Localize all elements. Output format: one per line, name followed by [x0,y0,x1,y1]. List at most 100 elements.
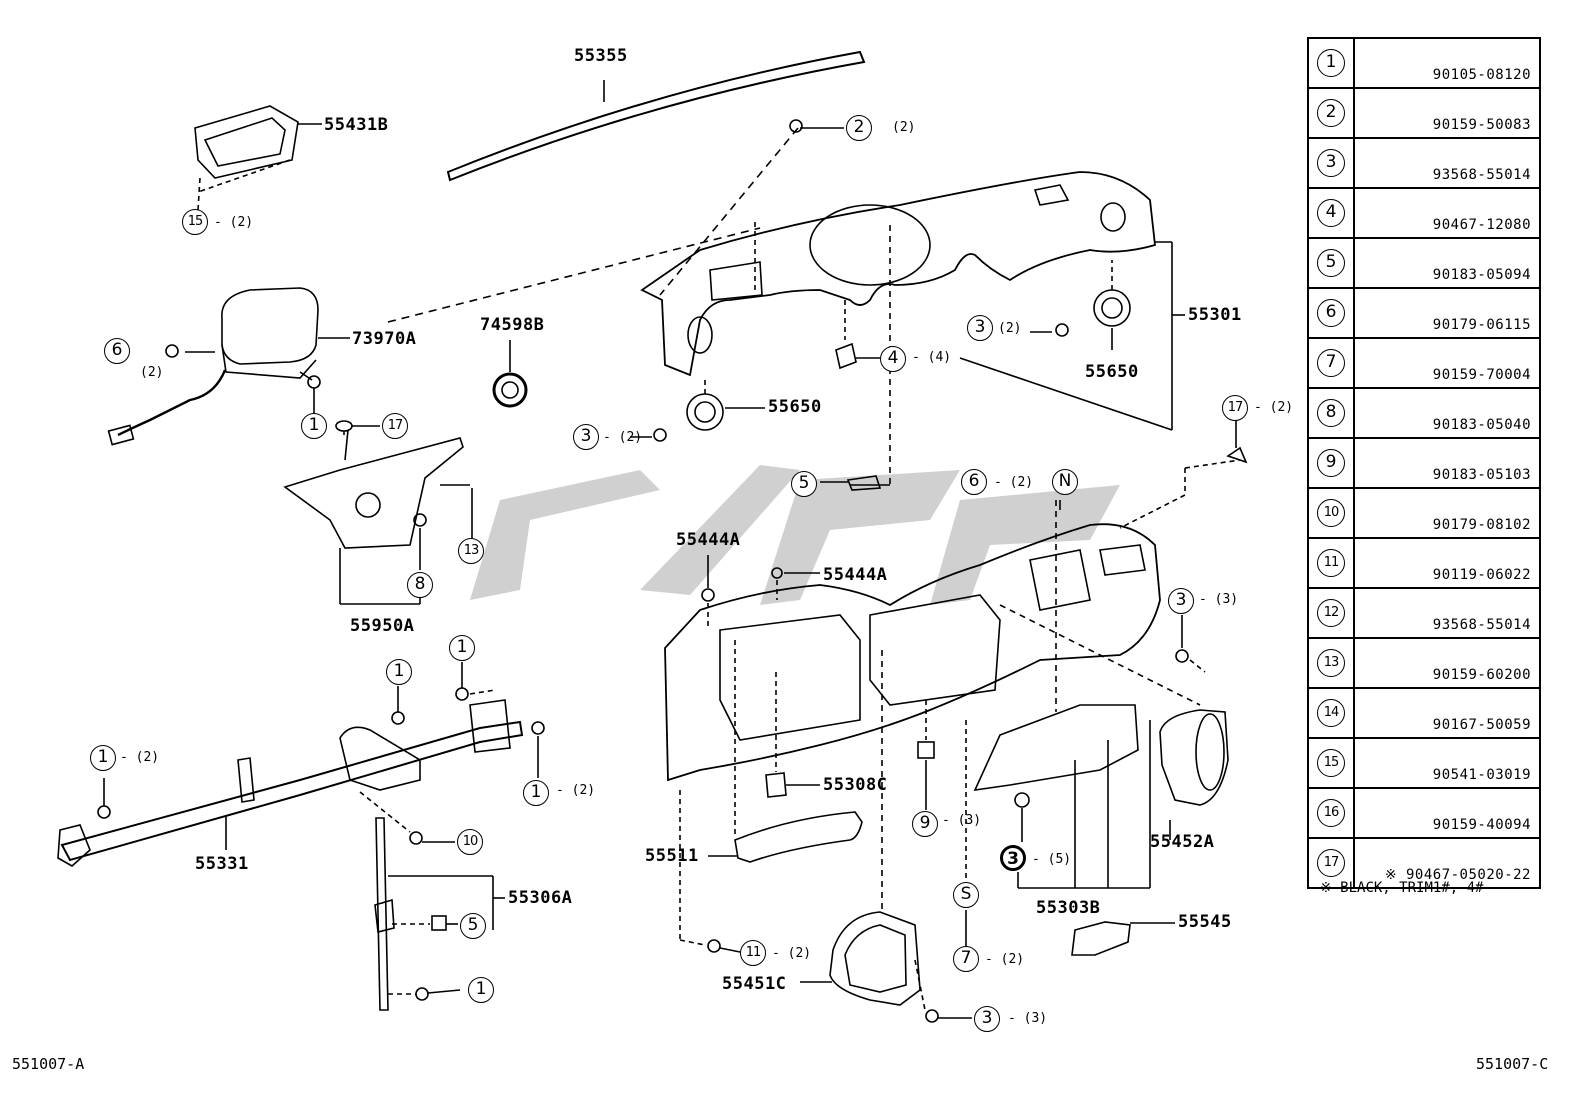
table-row: 17 ※ 90467-05020-22 [1307,837,1541,889]
airbag-73970A [221,287,319,365]
label-55444A-left: 55444A [676,530,741,550]
beam-55331 [60,720,524,862]
ref-number-cell: 13 [1307,637,1355,689]
trim-note: ※ BLACK, TRIM1#, 4# [1320,880,1484,896]
ref-number-cell: 11 [1307,537,1355,589]
panel-55950A [283,437,464,549]
bracket-55431B [194,105,299,179]
qty-2-top: (2) [892,120,916,135]
qty-3-c: - (3) [1199,592,1239,607]
callout-5-b: 5 [460,913,486,939]
ref-number-cell: 16 [1307,787,1355,839]
ref-number-cell: 14 [1307,687,1355,739]
callout-13: 13 [458,538,484,564]
label-55308C: 55308C [823,775,888,795]
brace-55306A [375,817,389,1011]
callout-S: S [953,882,979,908]
callout-N: N [1052,469,1078,495]
pin-17-icon [335,420,380,435]
part-number: 90159-70004 [1353,337,1541,389]
label-55511: 55511 [645,846,699,866]
ref-number: 17 [1317,849,1345,877]
callout-1-a: 1 [301,413,327,439]
part-number: 90167-50059 [1353,687,1541,739]
qty-6-left: (2) [140,365,164,380]
ref-number: 8 [1317,399,1345,427]
ref-number: 13 [1317,649,1345,677]
part-number: ※ 90467-05020-22 [1353,837,1541,889]
qty-3-bold: - (5) [1032,852,1072,867]
dash-strip-55355 [446,50,866,182]
label-55650-left: 55650 [768,397,822,417]
ref-number: 2 [1317,99,1345,127]
qty-3-b: (2) [998,321,1022,336]
callout-10: 10 [457,829,483,855]
ref-number-cell: 6 [1307,287,1355,339]
watermark-logo [470,465,1120,605]
upper-dash-55301 [640,171,1156,377]
callout-6-mid: 6 [961,469,987,495]
qty-9: - (3) [942,813,982,828]
code-left: 551007-A [12,1055,85,1073]
label-55303B: 55303B [1036,898,1101,918]
qty-17-b: - (2) [1254,400,1294,415]
ref-number-cell: 10 [1307,487,1355,539]
label-55452A: 55452A [1150,832,1215,852]
ref-number: 3 [1317,149,1345,177]
part-number: 93568-55014 [1353,587,1541,639]
label-55301: 55301 [1188,305,1242,325]
label-55950A: 55950A [350,616,415,636]
grommet-74598B [492,372,528,408]
qty-7: - (2) [985,952,1025,967]
table-row: 12 93568-55014 [1307,587,1541,639]
callout-11: 11 [740,940,766,966]
callout-3-bold: 3 [1000,845,1026,871]
ref-number: 12 [1317,599,1345,627]
callout-17-a: 17 [382,413,408,439]
callout-1-d: 1 [449,635,475,661]
callout-1-c: 1 [386,659,412,685]
part-number: 90105-08120 [1353,37,1541,89]
part-number: 90183-05040 [1353,387,1541,439]
qty-1-b: - (2) [120,750,160,765]
ref-number: 6 [1317,299,1345,327]
qty-15: - (2) [214,215,254,230]
part-number: 90179-08102 [1353,487,1541,539]
ref-number-cell: 9 [1307,437,1355,489]
duct-55451C [829,911,921,1006]
clip-9 [917,741,935,759]
table-row: 8 90183-05040 [1307,387,1541,439]
callout-1-f: 1 [468,977,494,1003]
ref-number-cell: 2 [1307,87,1355,139]
label-55444A-right: 55444A [823,565,888,585]
part-number: 90183-05094 [1353,237,1541,289]
label-55355: 55355 [574,46,628,66]
ref-number-cell: 5 [1307,237,1355,289]
callout-2-top: 2 [846,115,872,141]
callout-1-b: 1 [90,745,116,771]
part-number: 90119-06022 [1353,537,1541,589]
qty-3-a: - (2) [603,430,643,445]
part-number: 90159-50083 [1353,87,1541,139]
vent-55650-right [1093,289,1131,327]
ref-number: 9 [1317,449,1345,477]
callout-1-e: 1 [523,780,549,806]
label-55331: 55331 [195,854,249,874]
label-55545: 55545 [1178,912,1232,932]
label-55650-right: 55650 [1085,362,1139,382]
callout-3-a: 3 [573,424,599,450]
ref-number: 4 [1317,199,1345,227]
ref-number: 1 [1317,49,1345,77]
bracket-55308C [765,772,787,798]
callout-3-b: 3 [967,315,993,341]
callout-8: 8 [407,572,433,598]
label-55451C: 55451C [722,974,787,994]
label-74598B: 74598B [480,315,545,335]
